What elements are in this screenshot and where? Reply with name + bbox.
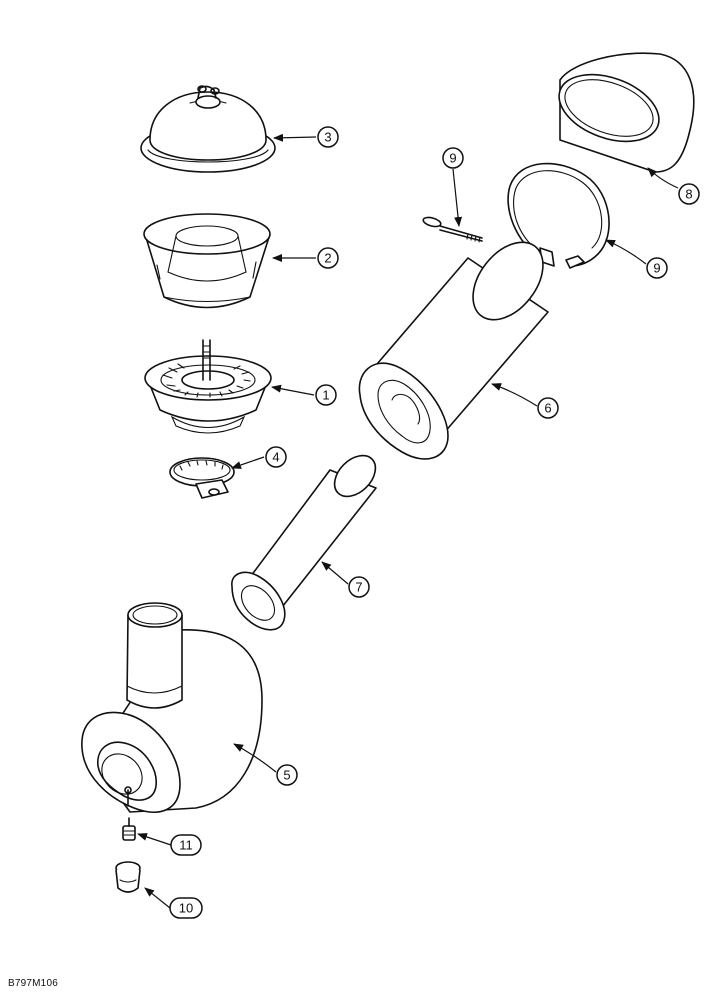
part-sleeve xyxy=(558,52,695,173)
svg-text:9: 9 xyxy=(449,151,456,166)
svg-text:6: 6 xyxy=(544,401,551,416)
part-t-bolt xyxy=(422,216,483,243)
part-fitting xyxy=(122,817,136,841)
callout-10: 10 xyxy=(144,887,203,919)
part-housing xyxy=(81,602,263,813)
part-cover xyxy=(140,85,276,173)
part-hose-clamp xyxy=(169,457,235,499)
callout-11: 11 xyxy=(137,833,202,856)
svg-text:11: 11 xyxy=(179,838,193,853)
svg-text:1: 1 xyxy=(322,388,329,403)
svg-text:5: 5 xyxy=(283,768,290,783)
callout-5: 5 xyxy=(233,743,298,786)
callout-1: 1 xyxy=(271,384,337,406)
callout-7: 7 xyxy=(321,561,370,598)
callout-9-bolt: 9 xyxy=(442,147,464,227)
svg-text:4: 4 xyxy=(272,450,279,465)
part-filter-element xyxy=(358,241,549,460)
callout-4: 4 xyxy=(231,446,287,469)
part-bowl xyxy=(143,213,271,309)
callout-3: 3 xyxy=(273,126,339,148)
svg-text:2: 2 xyxy=(324,251,331,266)
part-dust-valve xyxy=(115,861,141,893)
callout-8: 8 xyxy=(647,167,700,205)
svg-text:9: 9 xyxy=(653,261,660,276)
callout-9-clamp: 9 xyxy=(605,239,668,279)
svg-text:10: 10 xyxy=(179,901,193,916)
figure-code: B797M106 xyxy=(8,978,58,989)
part-safety-element xyxy=(231,454,377,631)
part-precleaner-vanes xyxy=(144,339,272,434)
callout-2: 2 xyxy=(272,247,339,269)
svg-text:8: 8 xyxy=(685,187,692,202)
svg-text:3: 3 xyxy=(324,130,331,145)
svg-text:7: 7 xyxy=(355,580,362,595)
callout-6: 6 xyxy=(491,383,559,419)
